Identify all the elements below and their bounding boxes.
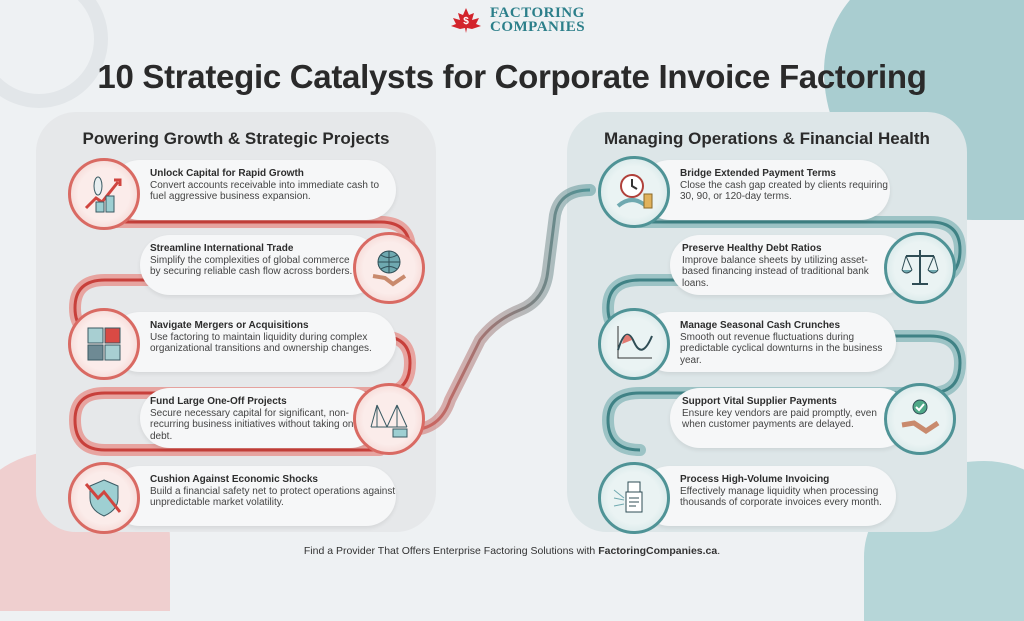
- card-title: Bridge Extended Payment Terms: [680, 168, 836, 179]
- balance-scale-icon: [884, 232, 956, 304]
- shield-downtrend-icon: [68, 462, 140, 534]
- seasonal-wave-chart-icon: [598, 308, 670, 380]
- card-title: Process High-Volume Invoicing: [680, 474, 830, 485]
- card-description: Smooth out revenue fluctuations during p…: [680, 331, 883, 366]
- clock-bridge-coins-icon: [598, 156, 670, 228]
- logo-line-1: FACTORING: [490, 5, 585, 21]
- card-description: Simplify the complexities of global comm…: [150, 254, 353, 278]
- card-description: Improve balance sheets by utilizing asse…: [682, 254, 869, 289]
- bridge-construction-icon: [353, 383, 425, 455]
- page-title: 10 Strategic Catalysts for Corporate Inv…: [97, 58, 927, 95]
- left-panel-title: Powering Growth & Strategic Projects: [82, 129, 390, 148]
- card-title: Fund Large One-Off Projects: [150, 396, 287, 407]
- handshake-check-icon: [884, 383, 956, 455]
- right-panel-title: Managing Operations & Financial Health: [604, 129, 930, 148]
- card-title: Streamline International Trade: [150, 243, 294, 254]
- footer-text: Find a Provider That Offers Enterprise F…: [303, 545, 599, 557]
- card-description: Use factoring to maintain liquidity duri…: [150, 331, 372, 355]
- rocket-coins-icon: [68, 158, 140, 230]
- card-title: Manage Seasonal Cash Crunches: [680, 320, 841, 331]
- footer-link[interactable]: FactoringCompanies.ca: [598, 545, 718, 557]
- card-title: Preserve Healthy Debt Ratios: [682, 243, 822, 254]
- card-description: Convert accounts receivable into immedia…: [150, 179, 380, 203]
- footer: Find a Provider That Offers Enterprise F…: [0, 545, 1024, 557]
- card-description: Close the cash gap created by clients re…: [680, 179, 888, 203]
- card-description: Build a financial safety net to protect …: [150, 485, 396, 509]
- card-description: Ensure key vendors are paid promptly, ev…: [682, 407, 877, 431]
- card-title: Support Vital Supplier Payments: [682, 396, 837, 407]
- card-description: Secure necessary capital for significant…: [150, 407, 354, 442]
- puzzle-pieces-icon: [68, 308, 140, 380]
- card-title: Navigate Mergers or Acquisitions: [150, 320, 309, 331]
- card-title: Unlock Capital for Rapid Growth: [150, 168, 304, 179]
- decorative-dot: [926, 60, 954, 94]
- brand-logo[interactable]: $ FACTORING COMPANIES: [448, 5, 586, 35]
- card-title: Cushion Against Economic Shocks: [150, 474, 318, 485]
- globe-handshake-icon: [353, 232, 425, 304]
- invoice-stack-icon: [598, 462, 670, 534]
- footer-suffix: .: [717, 545, 721, 557]
- card-description: Effectively manage liquidity when proces…: [680, 485, 882, 509]
- logo-line-2: COMPANIES: [490, 19, 586, 35]
- svg-text:$: $: [463, 16, 469, 27]
- maple-leaf-dollar-icon: $: [448, 6, 484, 34]
